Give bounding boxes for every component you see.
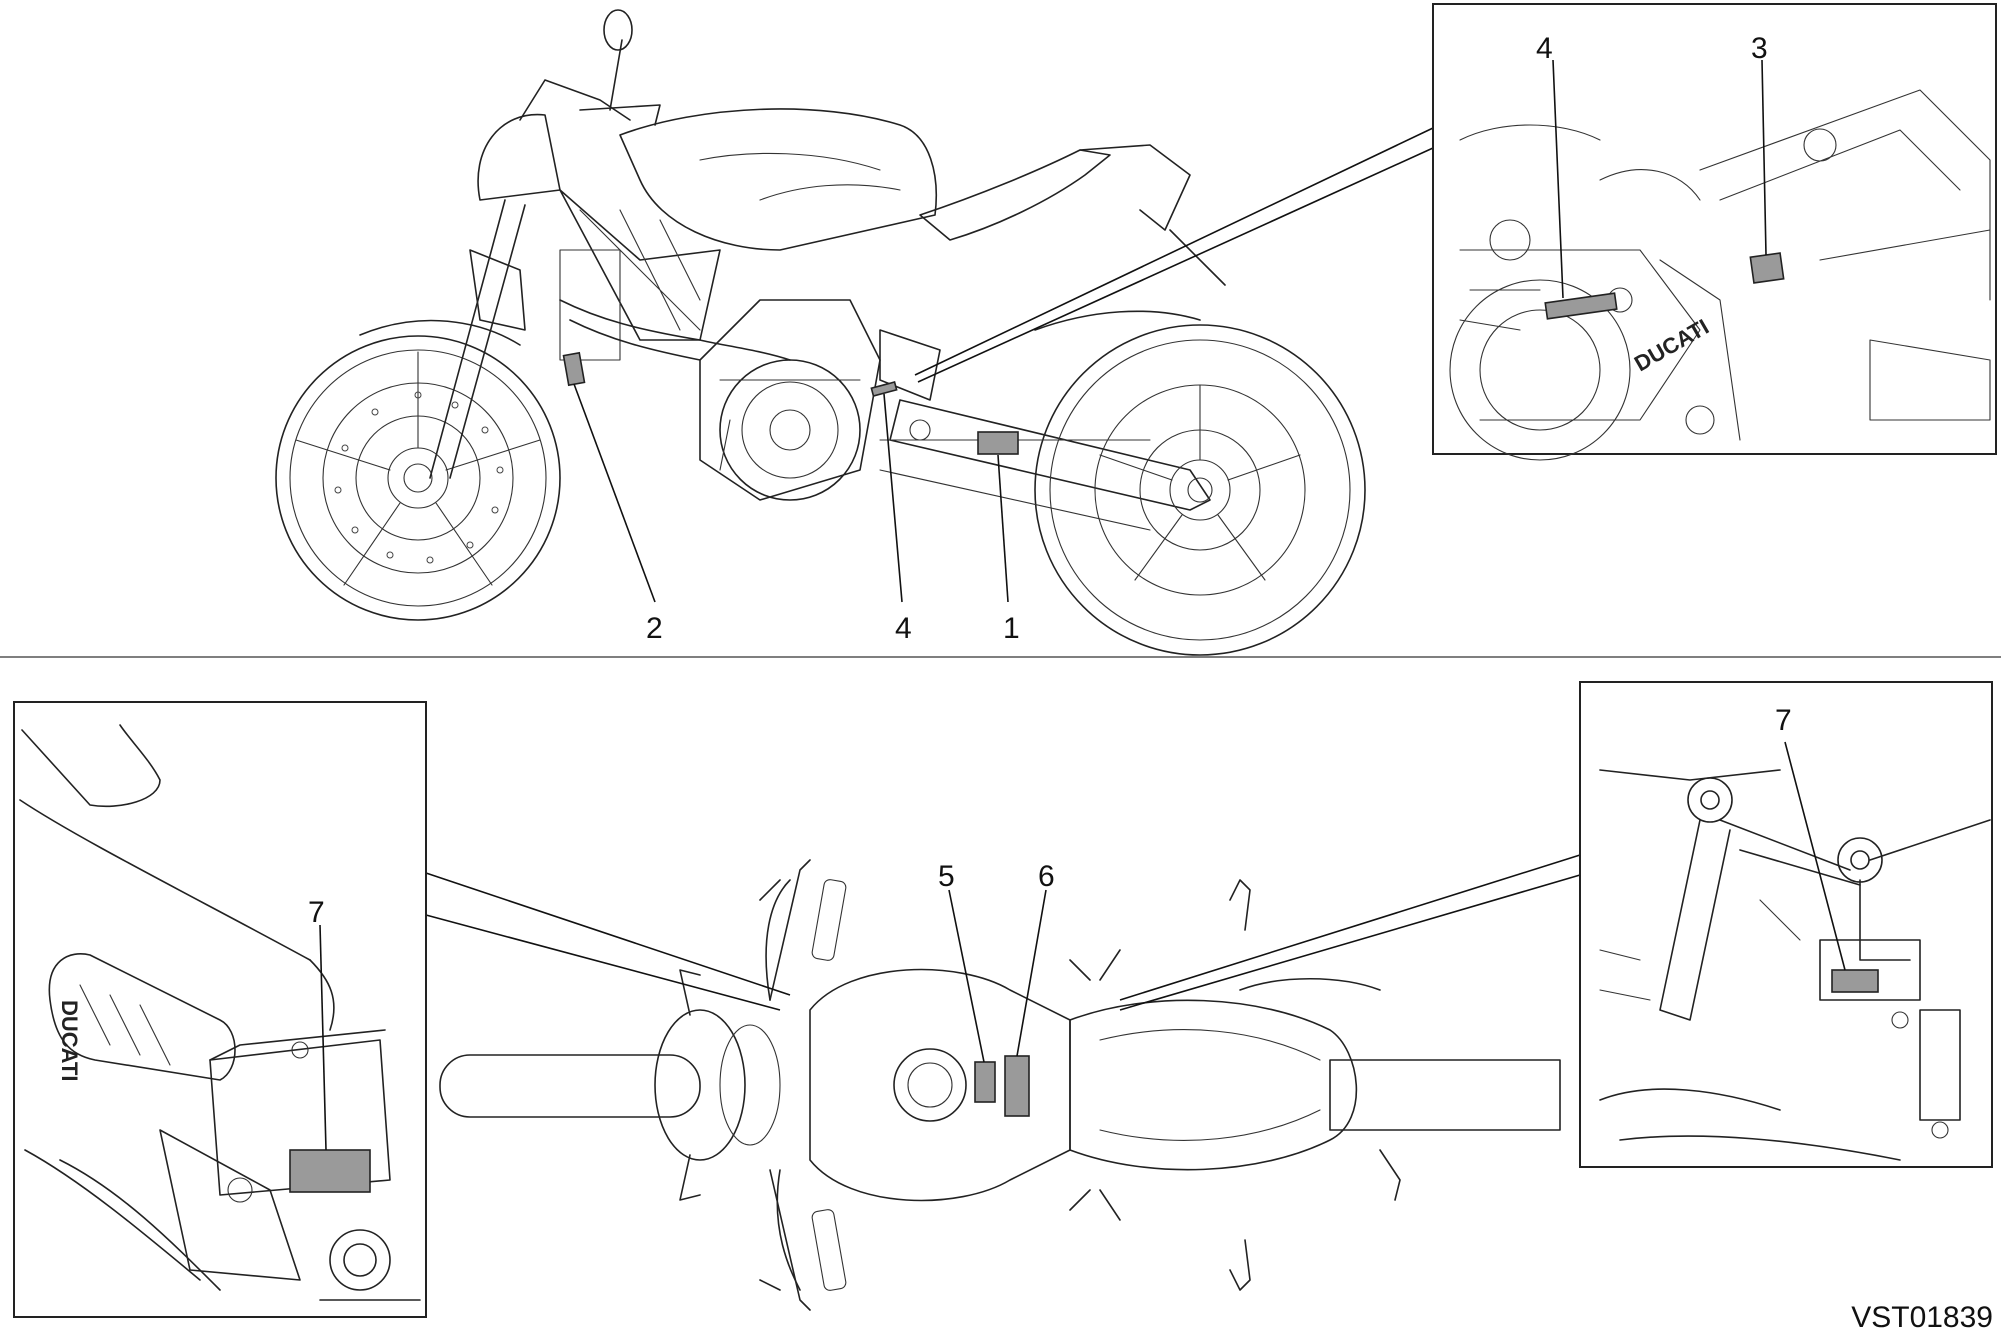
inset-bottom-left: DUCATI 7 [13, 701, 427, 1318]
label-7-left [289, 1149, 371, 1193]
inset-top-right: DUCATI 4 3 [1432, 3, 1997, 461]
callout-4-side: 4 [895, 612, 912, 645]
callout-7-right: 7 [1775, 704, 1792, 737]
top-view-motorcycle: 5 6 [425, 854, 1581, 1311]
callout-6: 6 [1038, 860, 1055, 893]
label-1 [977, 431, 1019, 455]
label-7-right [1831, 969, 1879, 993]
callout-3: 3 [1751, 32, 1768, 65]
label-6 [1004, 1055, 1030, 1117]
callout-5: 5 [938, 860, 955, 893]
label-4-inset [1544, 292, 1618, 320]
reference-code: VST01839 [1851, 1301, 1993, 1334]
label-3 [1749, 252, 1785, 284]
callout-1: 1 [1003, 612, 1020, 645]
side-view-motorcycle: 2 4 1 [275, 9, 1434, 656]
inset-bottom-right: 7 [1579, 681, 1993, 1168]
grip-brand-text: DUCATI [57, 1000, 82, 1081]
label-2 [562, 351, 586, 387]
callout-4-inset: 4 [1536, 32, 1553, 65]
callout-7-left: 7 [308, 896, 325, 929]
label-4-side [870, 381, 898, 397]
label-5 [974, 1061, 996, 1103]
callout-2: 2 [646, 612, 663, 645]
